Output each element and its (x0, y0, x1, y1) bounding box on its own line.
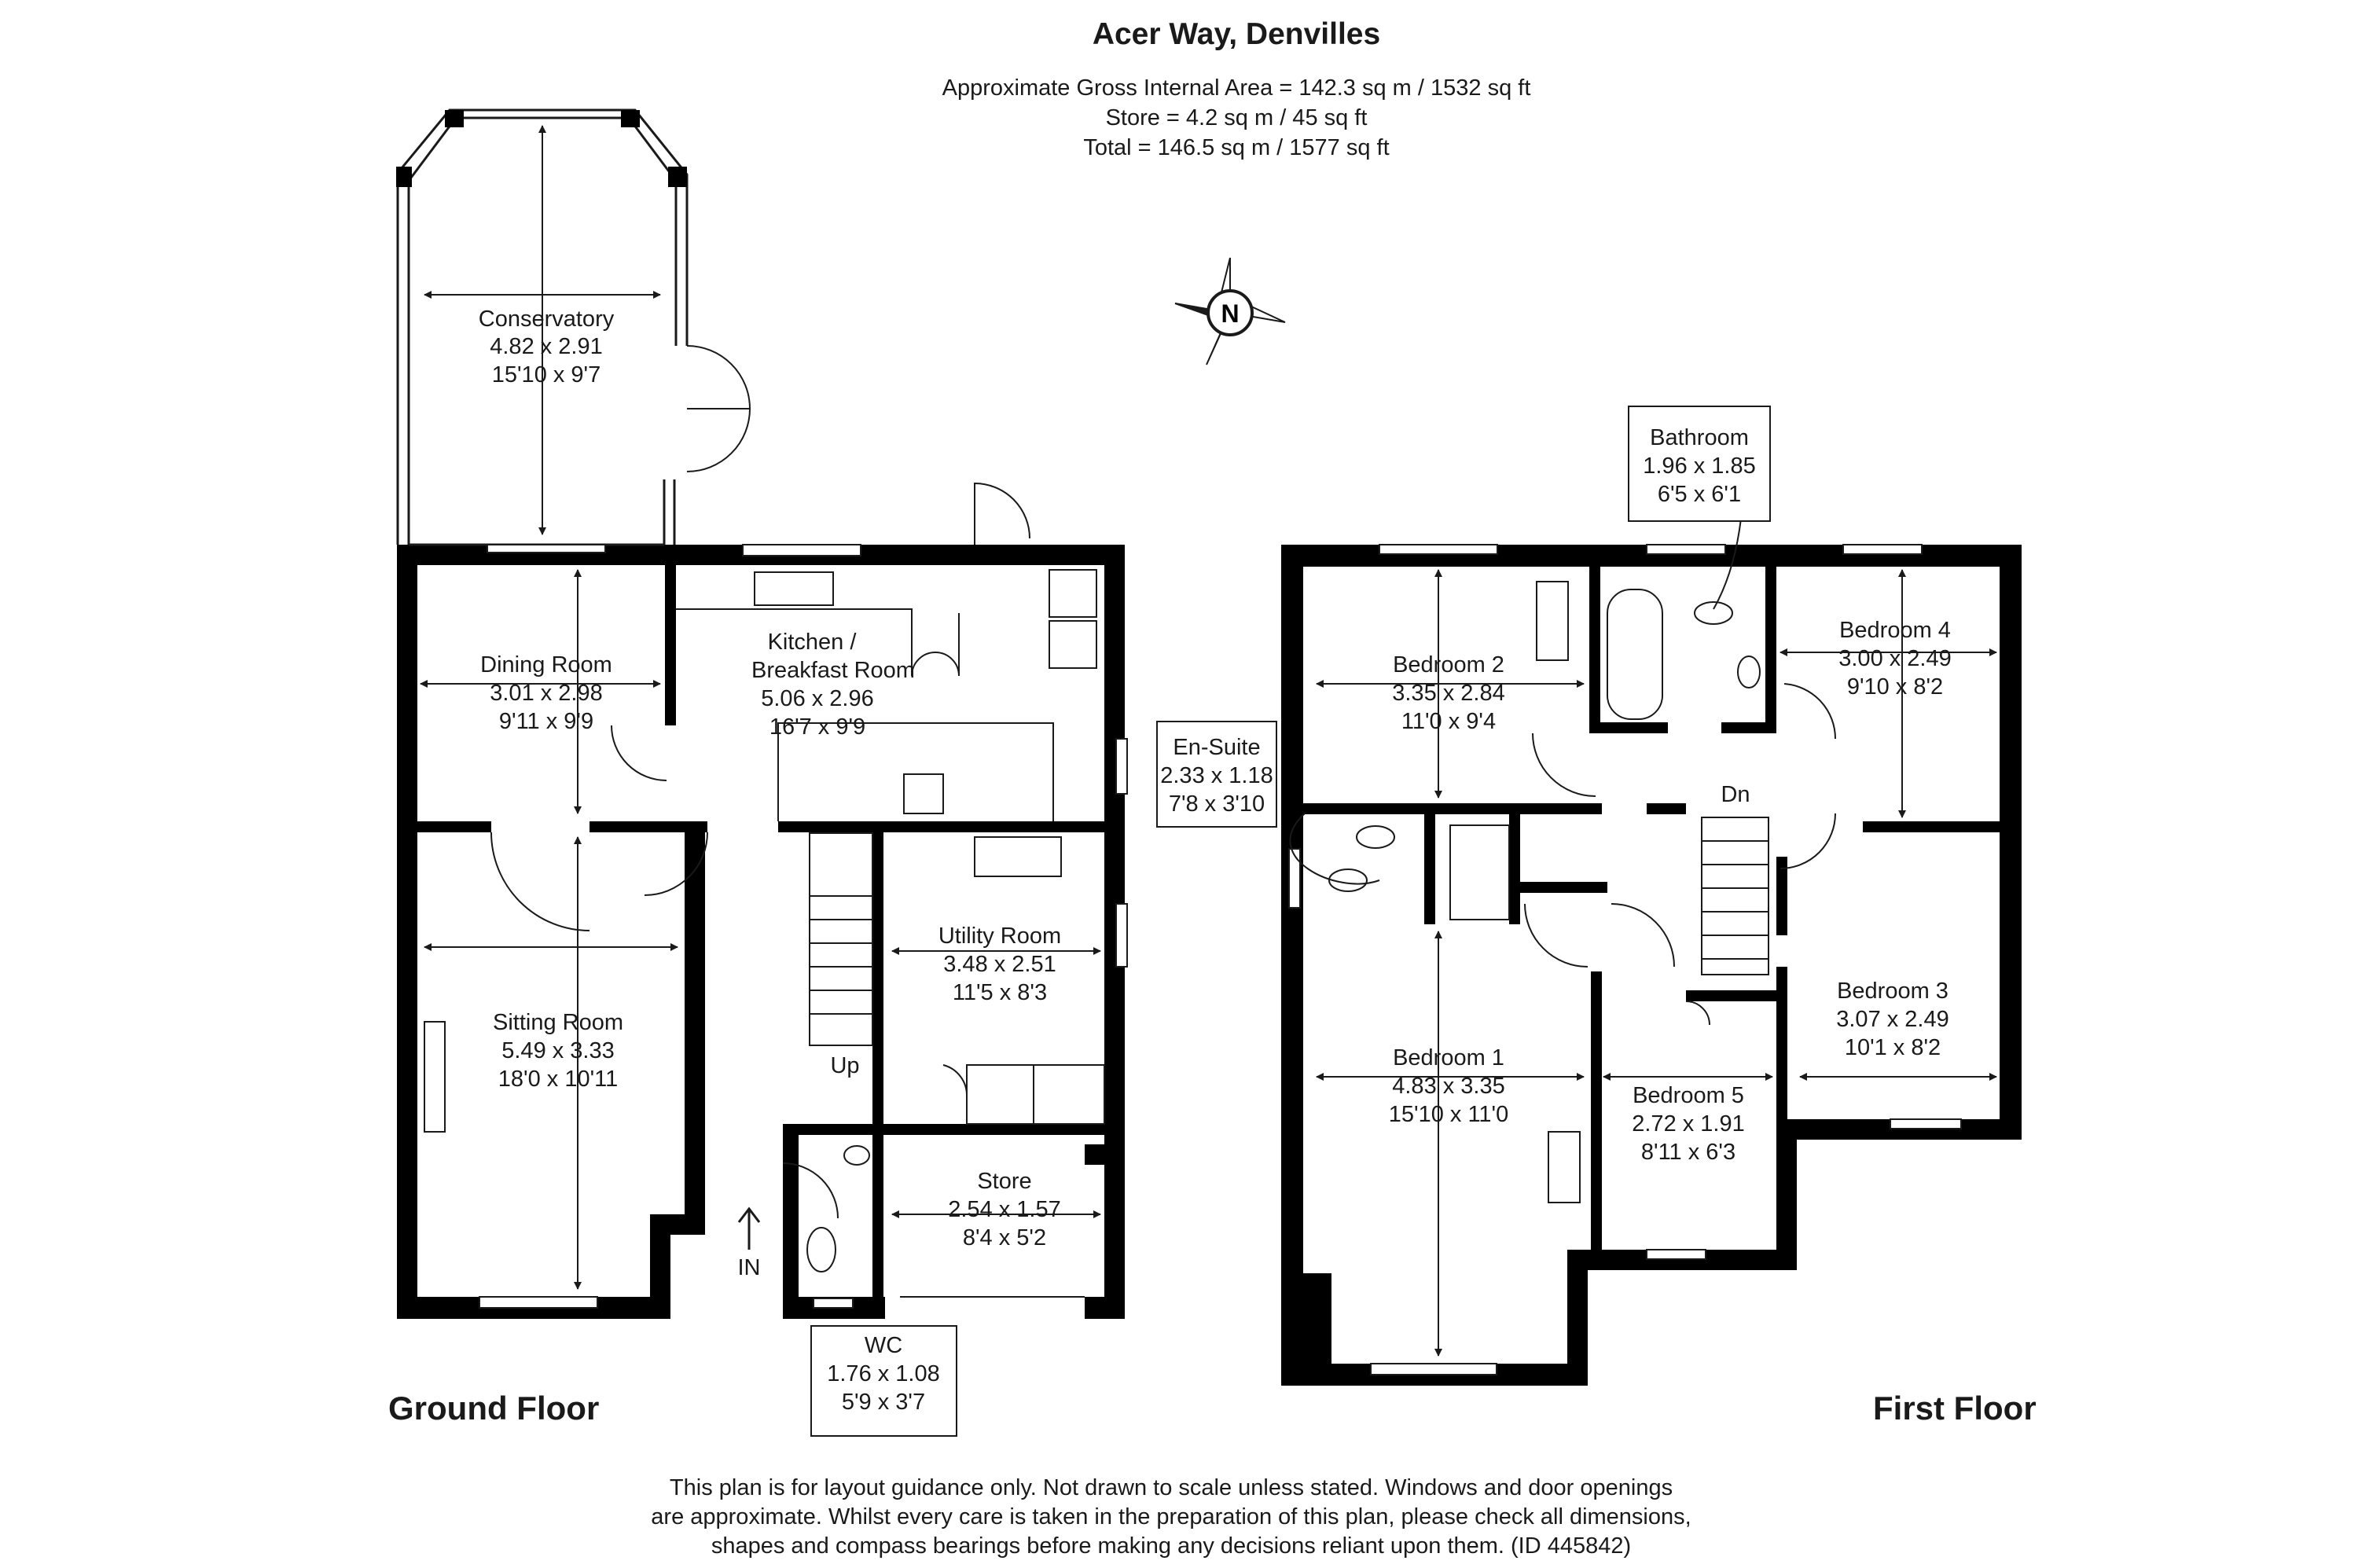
compass-icon: N (1174, 257, 1286, 365)
callout-boxes (810, 406, 1771, 1437)
room-metric-ensuite: 2.33 x 1.18 (1160, 763, 1273, 788)
room-imperial-bed5: 8'11 x 6'3 (1641, 1140, 1735, 1165)
dimension-arrows (420, 125, 1997, 1357)
room-imperial-bed4: 9'10 x 8'2 (1847, 674, 1943, 700)
room-name-bed4: Bedroom 4 (1839, 618, 1951, 643)
room-name-wc: WC (865, 1333, 902, 1358)
room-metric-sitting: 5.49 x 3.33 (501, 1038, 615, 1063)
room-imperial-store: 8'4 x 5'2 (963, 1225, 1046, 1250)
conservatory-walls (396, 108, 689, 546)
room-metric-bed3: 3.07 x 2.49 (1836, 1007, 1949, 1032)
first-floor-windows (1288, 544, 1962, 1375)
room-metric-dining: 3.01 x 2.98 (490, 681, 603, 706)
first-floor-fittings (1328, 581, 1837, 1203)
room-imperial-bed2: 11'0 x 9'4 (1401, 709, 1496, 734)
room-name-bathroom: Bathroom (1650, 425, 1749, 450)
room-name2-kitchen: Breakfast Room (751, 658, 915, 683)
room-metric-utility: 3.48 x 2.51 (943, 952, 1056, 977)
room-name-utility: Utility Room (938, 924, 1061, 949)
room-metric-bed2: 3.35 x 2.84 (1392, 681, 1505, 706)
room-metric-bed1: 4.83 x 3.35 (1392, 1074, 1505, 1099)
stairs-up-label: Up (830, 1053, 859, 1078)
room-name-store: Store (977, 1169, 1031, 1194)
conservatory-doors (686, 345, 751, 472)
entry-arrow-icon (737, 1206, 761, 1250)
room-name-sitting: Sitting Room (493, 1010, 623, 1035)
ground-floor-windows (479, 544, 1128, 1309)
room-imperial-bed1: 15'10 x 11'0 (1389, 1102, 1508, 1127)
room-imperial-wc: 5'9 x 3'7 (842, 1390, 925, 1415)
disclaimer-line-2: are approximate. Whilst every care is ta… (651, 1504, 1691, 1529)
room-name-kitchen: Kitchen / (768, 630, 858, 655)
ground-floor-walls (397, 545, 1125, 1319)
room-name-bed5: Bedroom 5 (1633, 1083, 1744, 1108)
room-name-conservatory: Conservatory (479, 307, 615, 332)
room-imperial-dining: 9'11 x 9'9 (499, 709, 593, 734)
room-imperial-kitchen: 16'7 x 9'9 (769, 714, 865, 740)
room-name-bed1: Bedroom 1 (1393, 1045, 1504, 1070)
room-imperial-utility: 11'5 x 8'3 (953, 980, 1047, 1005)
disclaimer-line-3: shapes and compass bearings before makin… (711, 1533, 1632, 1559)
first-floor-walls (1281, 545, 2022, 1386)
compass-north-label: N (1221, 299, 1239, 328)
room-metric-bathroom: 1.96 x 1.85 (1643, 454, 1756, 479)
entrance-label: IN (738, 1255, 761, 1280)
room-metric-bed4: 3.00 x 2.49 (1838, 646, 1952, 671)
plan-title: Acer Way, Denvilles (1092, 17, 1381, 51)
room-metric-kitchen: 5.06 x 2.96 (761, 686, 874, 711)
room-imperial-conservatory: 15'10 x 9'7 (492, 362, 601, 387)
room-name-bed3: Bedroom 3 (1837, 979, 1948, 1004)
disclaimer-line-1: This plan is for layout guidance only. N… (669, 1475, 1673, 1500)
room-name-ensuite: En-Suite (1173, 735, 1260, 760)
room-metric-wc: 1.76 x 1.08 (827, 1361, 940, 1386)
room-name-bed2: Bedroom 2 (1393, 652, 1504, 678)
room-metric-bed5: 2.72 x 1.91 (1632, 1111, 1745, 1137)
room-imperial-bed3: 10'1 x 8'2 (1845, 1035, 1941, 1060)
room-imperial-ensuite: 7'8 x 3'10 (1169, 791, 1265, 817)
conservatory-corners (396, 110, 687, 187)
ground-floor-label: Ground Floor (388, 1390, 600, 1427)
room-metric-store: 2.54 x 1.57 (948, 1197, 1061, 1222)
callout-lines (1289, 518, 1742, 885)
room-imperial-sitting: 18'0 x 10'11 (498, 1067, 618, 1092)
gross-area-line: Approximate Gross Internal Area = 142.3 … (942, 75, 1531, 101)
stairs-down-label: Dn (1721, 782, 1750, 807)
ground-floor-fittings (424, 569, 1105, 1298)
room-metric-conservatory: 4.82 x 2.91 (490, 334, 603, 359)
room-imperial-bathroom: 6'5 x 6'1 (1658, 482, 1741, 507)
room-name-dining: Dining Room (480, 652, 612, 678)
first-floor-label: First Floor (1873, 1390, 2037, 1427)
store-area-line: Store = 4.2 sq m / 45 sq ft (1105, 105, 1368, 130)
total-area-line: Total = 146.5 sq m / 1577 sq ft (1083, 135, 1390, 160)
kitchen-door (974, 482, 1030, 545)
